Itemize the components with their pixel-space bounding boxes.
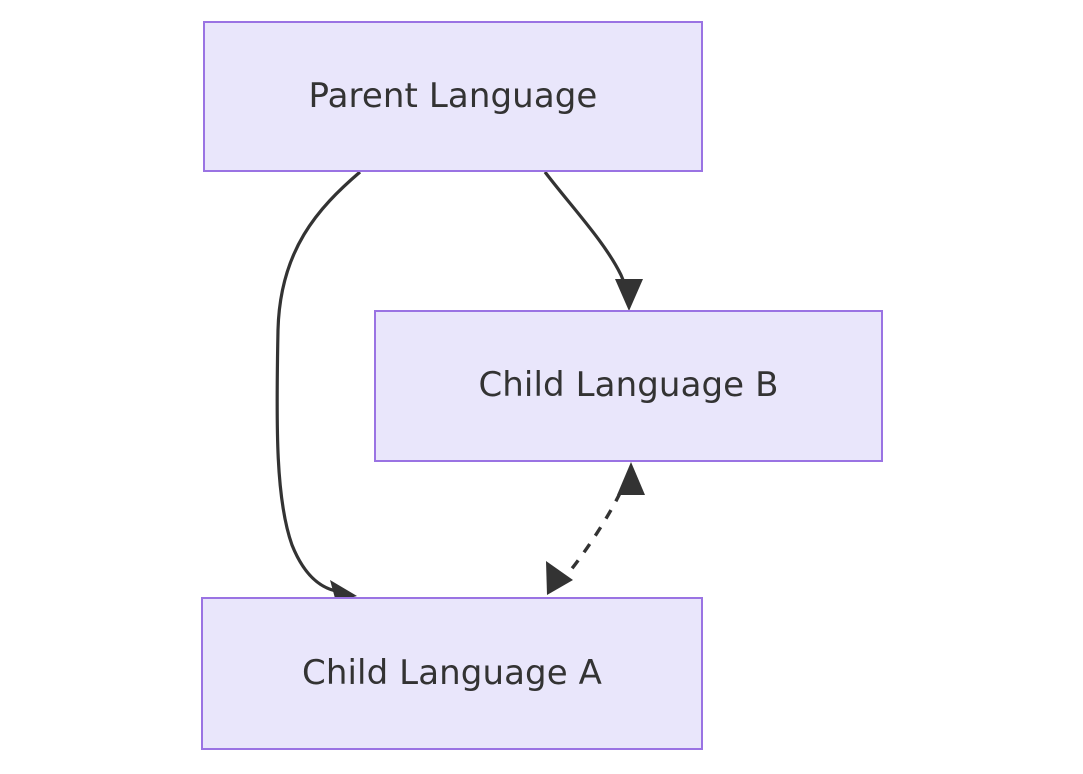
edge-parent-to-child-b <box>543 171 643 311</box>
node-child-language-b[interactable]: Child Language B <box>374 310 883 462</box>
edge-child-a-child-b <box>546 462 645 595</box>
node-child-language-b-label: Child Language B <box>478 365 779 406</box>
edge-parent-to-child-b-line <box>543 171 631 303</box>
edge-parent-to-child-a-line <box>275 170 362 594</box>
edge-parent-to-child-a <box>275 170 362 602</box>
node-child-language-a-label: Child Language A <box>301 652 603 693</box>
node-child-language-a[interactable]: Child Language A <box>201 597 703 750</box>
edge-parent-to-child-b-arrowhead <box>615 279 643 311</box>
edge-child-a-child-b-arrowhead-up <box>617 462 645 495</box>
edge-child-a-child-b-line <box>558 473 630 585</box>
node-parent-language-label: Parent Language <box>308 75 598 116</box>
edge-child-a-child-b-arrowhead-down <box>546 561 573 595</box>
node-parent-language[interactable]: Parent Language <box>203 21 703 172</box>
